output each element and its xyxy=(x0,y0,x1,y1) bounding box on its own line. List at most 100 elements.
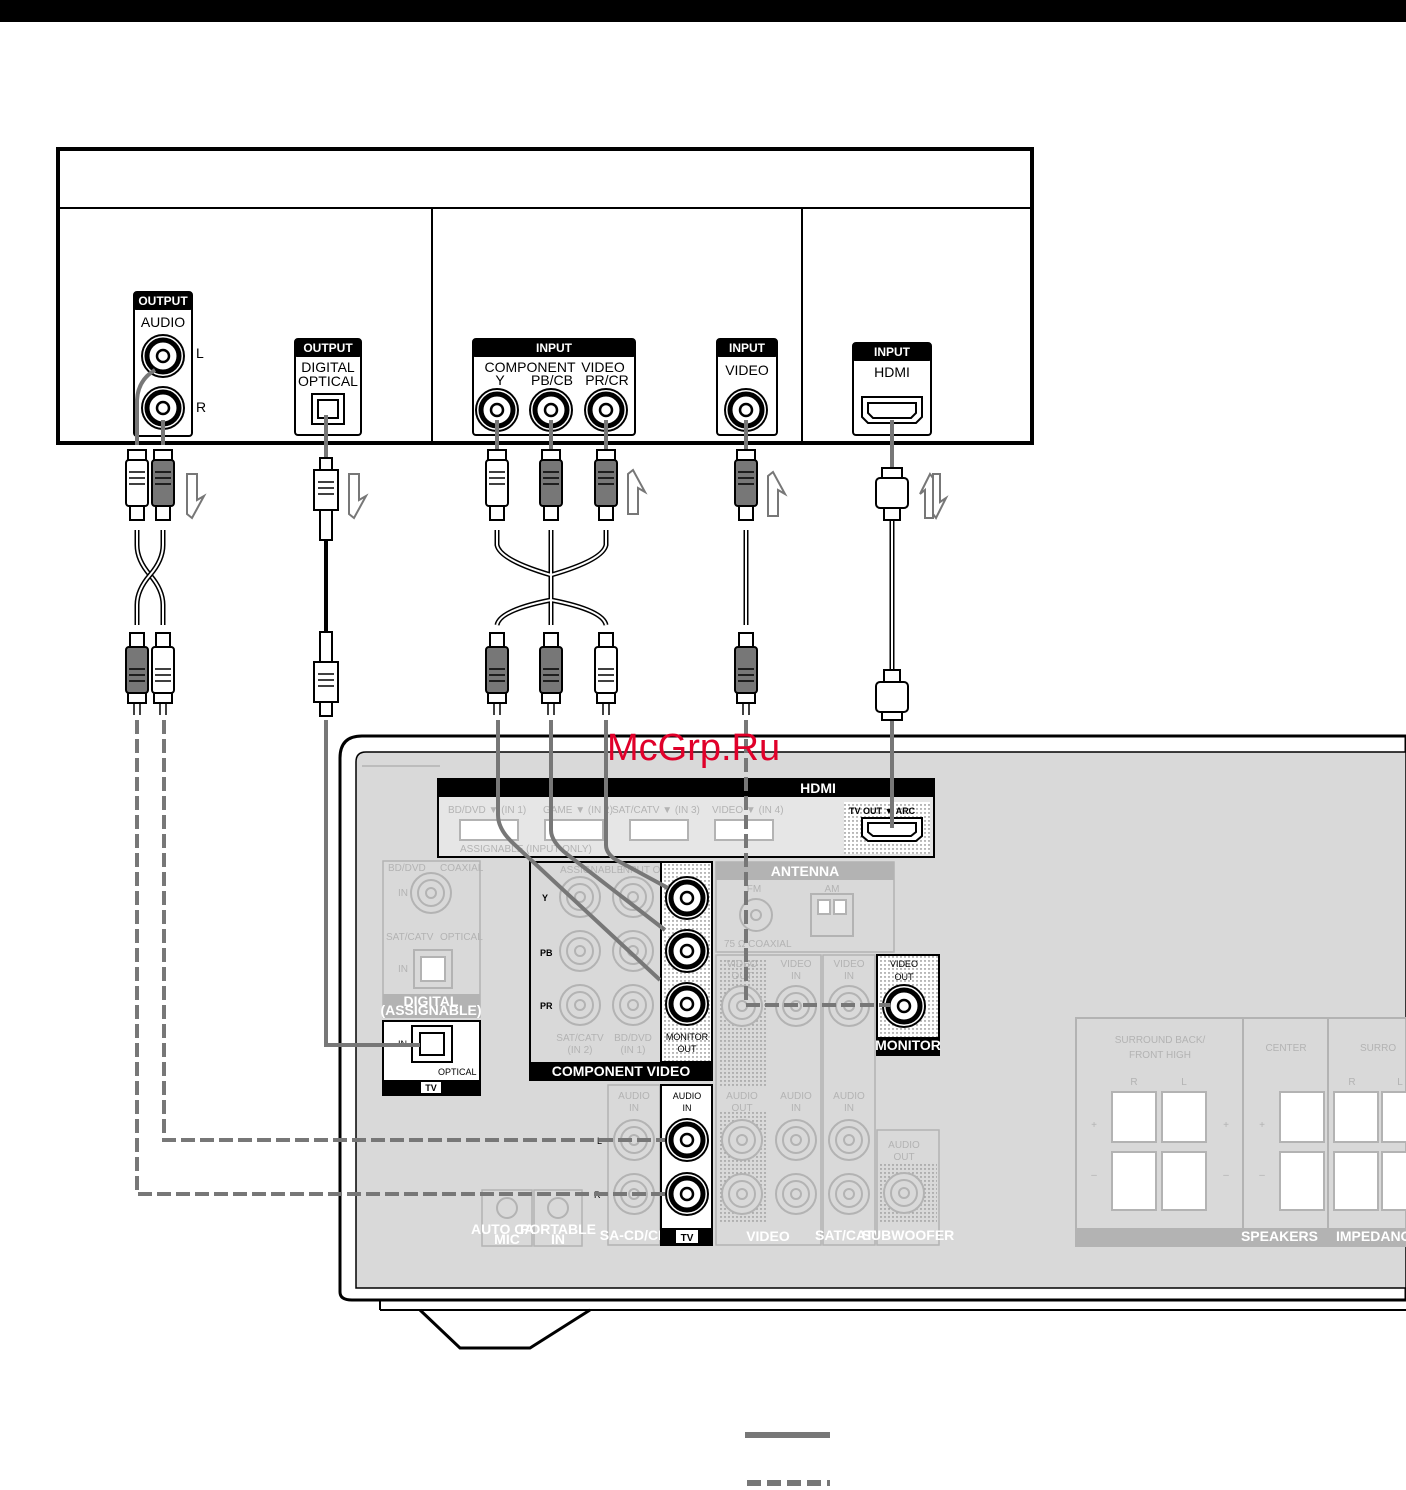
receiver-mic-portable-jacks: AUTO CAL MIC PORTABLE IN xyxy=(471,1189,596,1247)
svg-text:TV: TV xyxy=(425,1083,437,1093)
svg-text:INPUT: INPUT xyxy=(874,345,911,359)
svg-text:+: + xyxy=(1223,1120,1229,1131)
svg-text:CENTER: CENTER xyxy=(1265,1043,1306,1054)
svg-text:SURRO: SURRO xyxy=(1360,1043,1396,1054)
svg-text:IN: IN xyxy=(844,971,854,982)
svg-text:SAT/CATV: SAT/CATV xyxy=(556,1033,604,1044)
svg-text:TV: TV xyxy=(681,1233,694,1244)
svg-text:SUBWOOFER: SUBWOOFER xyxy=(862,1227,955,1243)
svg-text:+: + xyxy=(1259,1120,1265,1131)
svg-text:SA-CD/CD: SA-CD/CD xyxy=(600,1227,668,1243)
svg-text:VIDEO: VIDEO xyxy=(833,959,864,970)
svg-text:OUT: OUT xyxy=(893,1152,914,1163)
receiver-audio-in-section: AUDIO IN SA-CD/CD AUDIO IN L R TV xyxy=(594,1084,713,1246)
svg-text:SAT/CATV: SAT/CATV xyxy=(815,1227,884,1243)
svg-text:OUT: OUT xyxy=(678,1044,698,1054)
svg-text:VIDEO: VIDEO xyxy=(890,959,918,969)
legend xyxy=(745,1432,830,1486)
svg-text:AUDIO: AUDIO xyxy=(141,314,185,330)
output-tag: OUTPUT xyxy=(138,294,188,308)
svg-text:–: – xyxy=(1259,1170,1265,1181)
svg-text:Y: Y xyxy=(542,893,548,903)
svg-text:COAXIAL: COAXIAL xyxy=(440,863,484,874)
svg-text:IN: IN xyxy=(791,1103,801,1114)
svg-text:BD/DVD ▼ (IN 1): BD/DVD ▼ (IN 1) xyxy=(448,805,526,816)
receiver-antenna-section: ANTENNA FM AM 75 Ω COAXIAL xyxy=(715,861,895,953)
svg-text:MONITOR: MONITOR xyxy=(666,1032,709,1042)
svg-text:AUDIO: AUDIO xyxy=(780,1091,812,1102)
svg-text:MONITOR: MONITOR xyxy=(875,1037,941,1053)
svg-text:+: + xyxy=(1091,1120,1097,1131)
svg-text:HDMI: HDMI xyxy=(800,780,836,796)
svg-text:ASSIGNABLE: ASSIGNABLE xyxy=(560,865,624,876)
svg-text:PB/CB: PB/CB xyxy=(531,372,573,388)
tv-video-input-jack: INPUT VIDEO xyxy=(716,338,778,436)
svg-text:IN: IN xyxy=(398,888,408,899)
svg-text:R: R xyxy=(1348,1077,1355,1088)
tv-hdmi-input-jack: INPUT HDMI xyxy=(852,342,932,436)
svg-text:VIDEO: VIDEO xyxy=(725,362,769,378)
svg-text:VIDEO ▼ (IN 4): VIDEO ▼ (IN 4) xyxy=(712,805,784,816)
svg-text:IN: IN xyxy=(791,971,801,982)
svg-text:IN: IN xyxy=(844,1103,854,1114)
hdmi-plug-bottom xyxy=(875,669,909,721)
svg-text:R: R xyxy=(1130,1077,1137,1088)
svg-text:IN: IN xyxy=(398,964,408,975)
svg-text:–: – xyxy=(1223,1170,1229,1181)
tv-component-input-jacks: INPUT COMPONENT VIDEO Y PB/CB PR/CR xyxy=(472,338,636,436)
svg-text:(IN 1): (IN 1) xyxy=(621,1045,646,1056)
svg-text:OUT: OUT xyxy=(731,971,752,982)
tv-optical-output-jack: OUTPUT DIGITAL OPTICAL xyxy=(294,338,362,436)
svg-text:OPTICAL: OPTICAL xyxy=(298,373,358,389)
svg-text:L: L xyxy=(1397,1077,1403,1088)
svg-text:VIDEO: VIDEO xyxy=(746,1228,790,1244)
svg-text:OPTICAL: OPTICAL xyxy=(440,932,483,943)
receiver-digital-section: BD/DVD COAXIAL IN SAT/CATV OPTICAL IN DI… xyxy=(380,860,484,1096)
svg-text:MIC: MIC xyxy=(494,1231,520,1247)
hdmi-bidirectional-arrow xyxy=(919,472,949,520)
svg-text:IN: IN xyxy=(683,1103,692,1113)
svg-text:PR: PR xyxy=(540,1001,553,1011)
svg-text:BD/DVD: BD/DVD xyxy=(614,1033,652,1044)
component-cable xyxy=(494,420,669,982)
svg-text:OPTICAL: OPTICAL xyxy=(438,1067,477,1077)
svg-text:–: – xyxy=(1091,1170,1097,1181)
svg-text:PR/CR: PR/CR xyxy=(585,372,629,388)
svg-text:INPUT: INPUT xyxy=(729,341,766,355)
svg-text:AM: AM xyxy=(825,884,840,895)
receiver-component-video-section: ASSIGNABLE INPUT ONLY Y PB PR SAT/CATV (… xyxy=(529,861,713,1081)
svg-text:ANTENNA: ANTENNA xyxy=(771,863,839,879)
svg-text:L: L xyxy=(1181,1077,1187,1088)
audio-cable xyxy=(134,368,665,1196)
header-bar xyxy=(0,0,1406,22)
svg-text:INPUT ONLY: INPUT ONLY xyxy=(620,865,679,876)
svg-text:AUDIO: AUDIO xyxy=(673,1091,702,1101)
optical-plug-bottom xyxy=(313,631,339,717)
svg-text:FM: FM xyxy=(747,884,761,895)
svg-text:PB: PB xyxy=(540,948,553,958)
svg-text:HDMI: HDMI xyxy=(874,364,910,380)
svg-text:BD/DVD: BD/DVD xyxy=(388,863,426,874)
svg-text:75 Ω COAXIAL: 75 Ω COAXIAL xyxy=(724,939,792,950)
receiver-hdmi-section: HDMI BD/DVD ▼ (IN 1) GAME ▼ (IN 2) SAT/C… xyxy=(437,778,935,858)
svg-text:DIGITAL: DIGITAL xyxy=(301,359,355,375)
svg-text:SPEAKERS: SPEAKERS xyxy=(1241,1228,1318,1244)
svg-text:IMPEDANCE: IMPEDANCE xyxy=(1336,1228,1406,1244)
svg-text:AUDIO: AUDIO xyxy=(833,1091,865,1102)
svg-text:ASSIGNABLE (INPUT ONLY): ASSIGNABLE (INPUT ONLY) xyxy=(460,844,592,855)
svg-text:Y: Y xyxy=(495,372,505,388)
svg-text:AUDIO: AUDIO xyxy=(618,1091,650,1102)
svg-text:AUDIO: AUDIO xyxy=(726,1091,758,1102)
svg-text:OUTPUT: OUTPUT xyxy=(303,341,353,355)
svg-text:COMPONENT: COMPONENT xyxy=(485,359,576,375)
svg-text:SAT/CATV: SAT/CATV xyxy=(386,932,434,943)
svg-text:AUTO CAL: AUTO CAL xyxy=(471,1221,544,1237)
optical-cable xyxy=(324,415,420,1047)
svg-text:L: L xyxy=(196,345,204,361)
svg-text:DIGITAL: DIGITAL xyxy=(404,993,459,1009)
svg-text:INPUT: INPUT xyxy=(536,341,573,355)
svg-text:OUT: OUT xyxy=(731,1103,752,1114)
svg-text:PORTABLE: PORTABLE xyxy=(520,1221,596,1237)
svg-text:IN: IN xyxy=(551,1231,565,1247)
svg-text:VIDEO: VIDEO xyxy=(726,959,757,970)
